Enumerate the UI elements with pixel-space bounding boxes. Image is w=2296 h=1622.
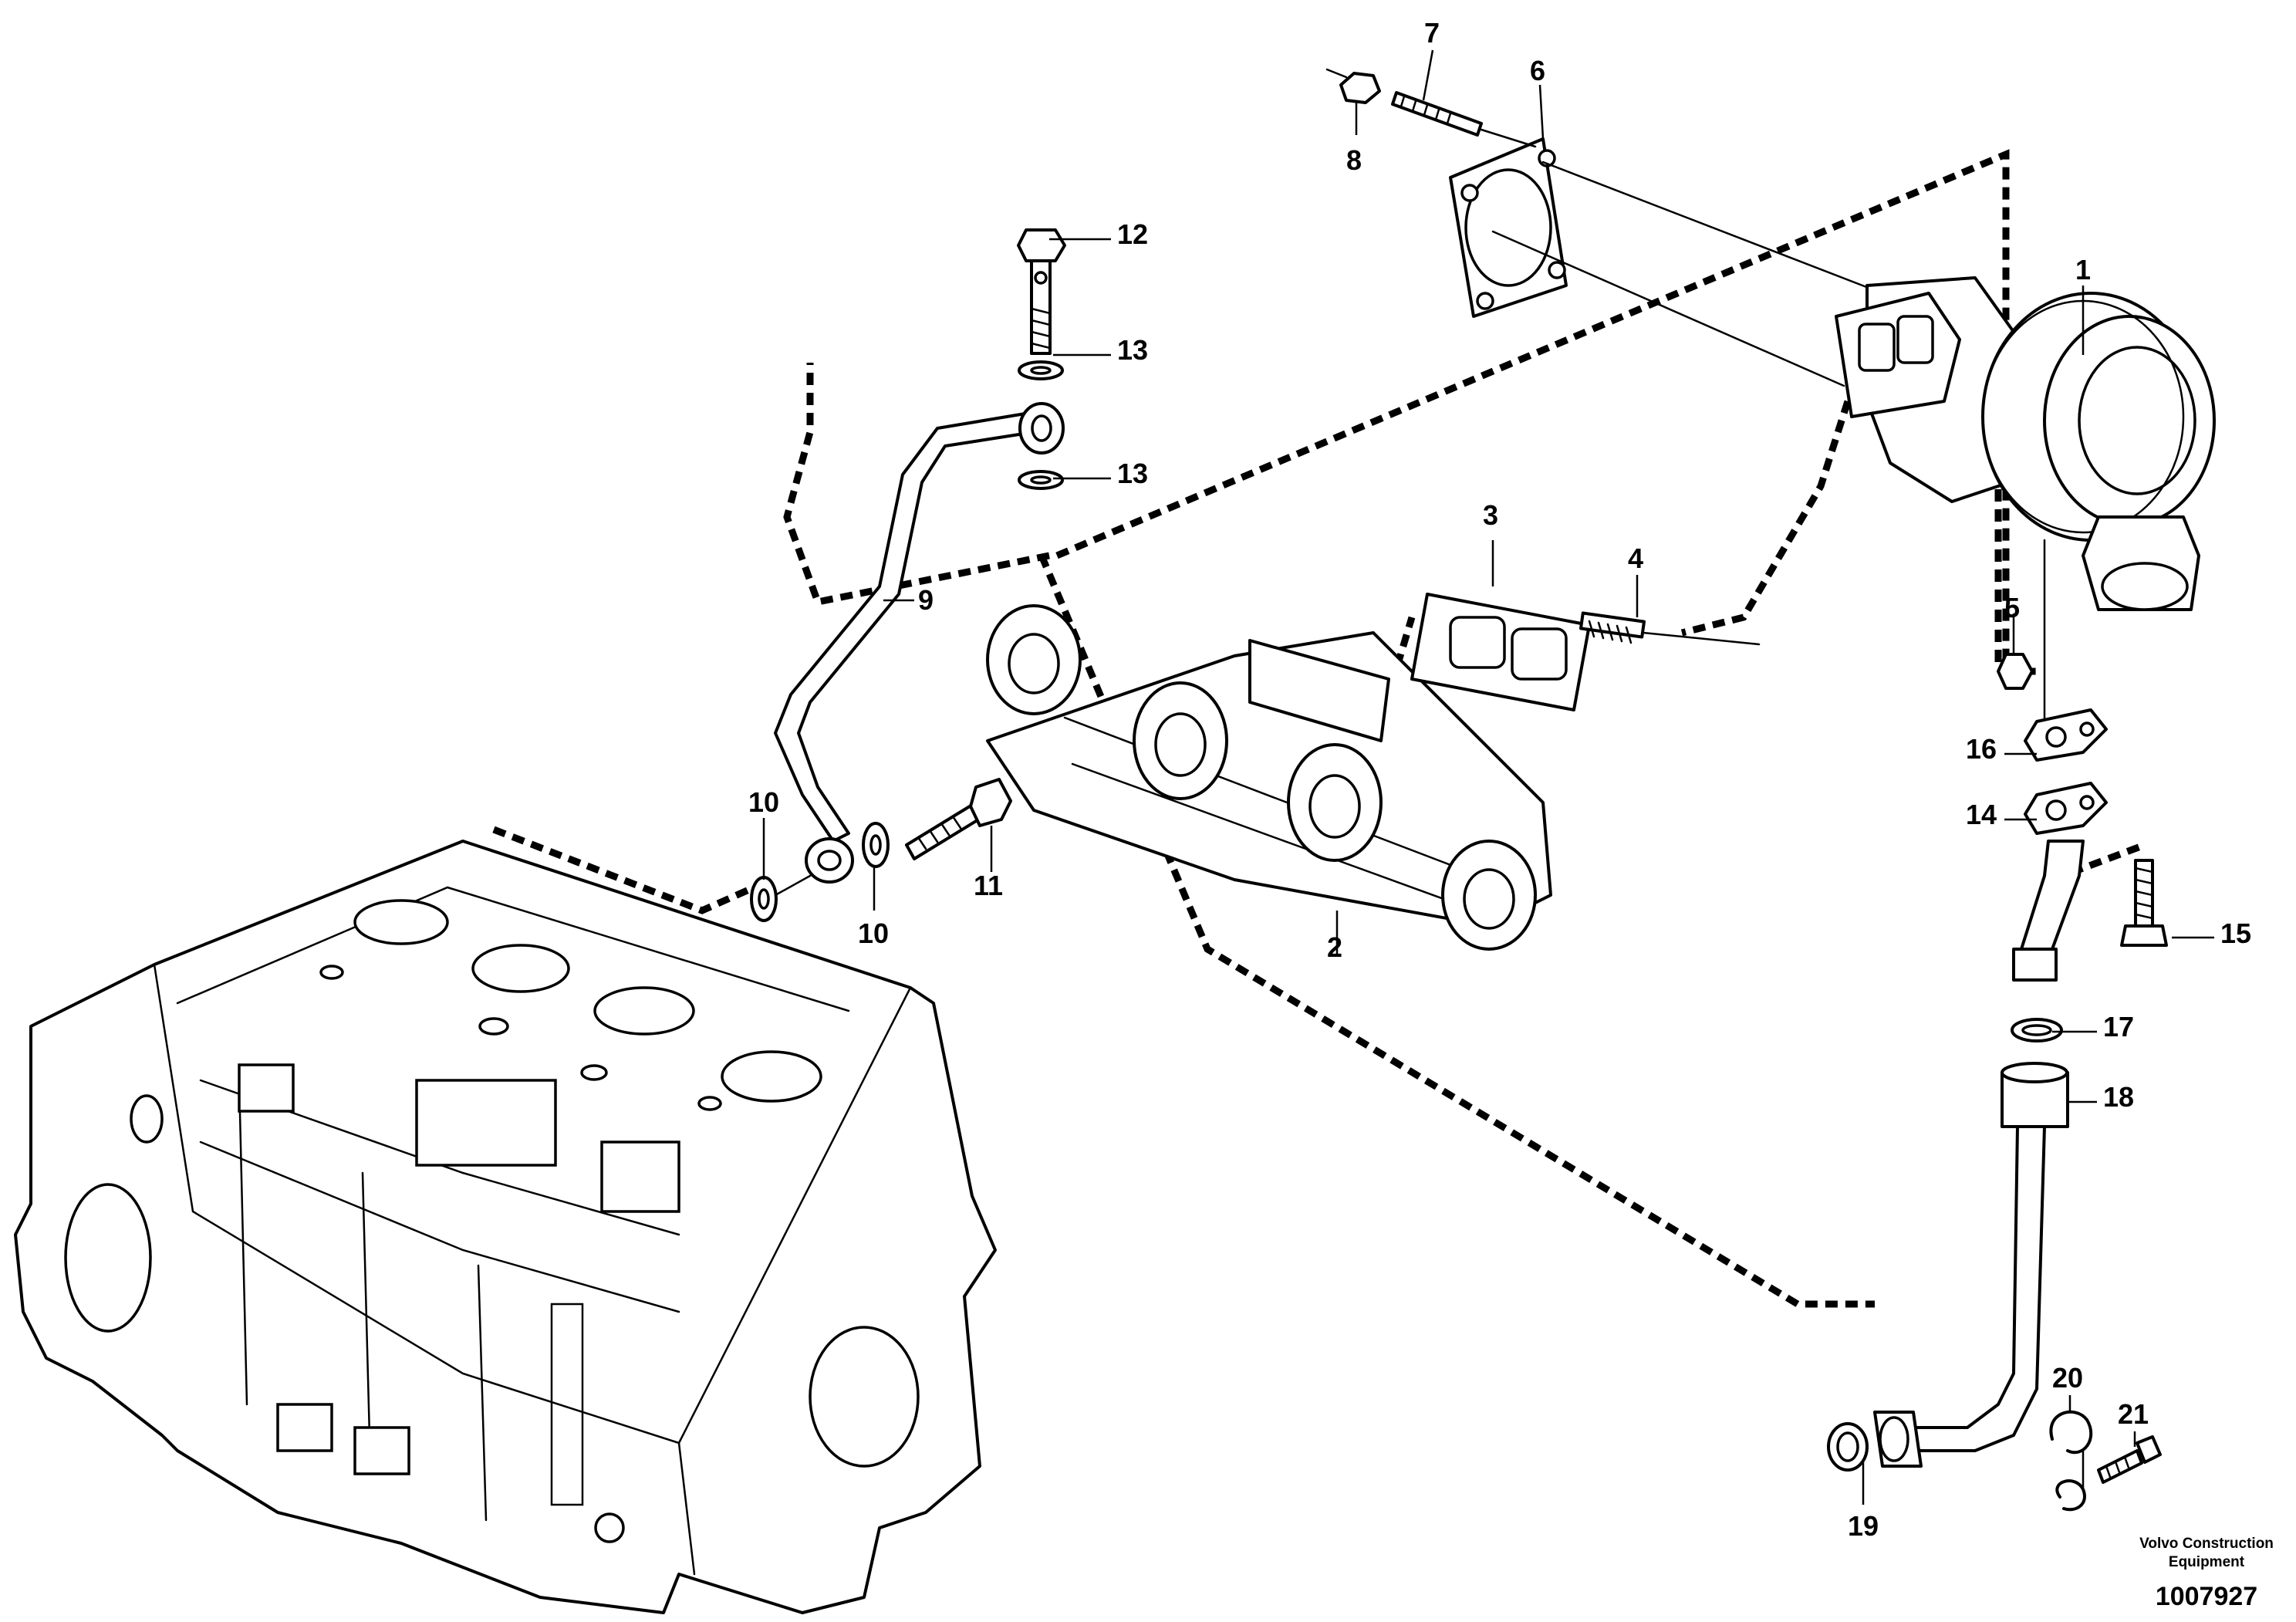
callout-14: 14 xyxy=(1966,799,1997,830)
callout-19: 19 xyxy=(1848,1510,1879,1542)
callout-2: 2 xyxy=(1327,931,1342,963)
turbo-nut xyxy=(1997,653,2034,690)
callout-6: 6 xyxy=(1530,55,1545,86)
seal-ring-19 xyxy=(1827,1422,1869,1472)
callout-1: 1 xyxy=(2075,254,2091,286)
outlet-nut xyxy=(1325,68,1381,104)
callout-labels: 1 2 3 4 5 6 7 8 9 10 10 11 12 13 13 14 1… xyxy=(748,17,2251,1542)
oil-feed-pipe xyxy=(774,402,1065,884)
sealing-washer-13-lower xyxy=(1018,470,1064,490)
callout-18: 18 xyxy=(2103,1081,2134,1113)
drain-pipe-lower xyxy=(1873,1125,2046,1468)
manifold-stud xyxy=(1578,611,1761,646)
callout-21: 21 xyxy=(2118,1398,2149,1430)
sealing-washer-10-left xyxy=(750,876,778,922)
pipe-clamp xyxy=(2049,1410,2093,1512)
callout-10b: 10 xyxy=(858,917,889,949)
manifold-gasket xyxy=(1410,593,1591,711)
callout-9: 9 xyxy=(918,584,934,616)
o-ring-17 xyxy=(2011,1018,2063,1042)
callout-7: 7 xyxy=(1424,17,1440,49)
callout-8: 8 xyxy=(1346,144,1362,176)
callout-3: 3 xyxy=(1483,499,1498,531)
callout-17: 17 xyxy=(2103,1011,2134,1042)
leader-lines xyxy=(762,49,2214,1505)
callout-4: 4 xyxy=(1628,542,1643,574)
clamp-screw xyxy=(2097,1435,2162,1484)
callout-15: 15 xyxy=(2220,917,2251,949)
callout-13a: 13 xyxy=(1117,334,1148,366)
callout-20: 20 xyxy=(2052,1362,2083,1394)
brand-line-1: Volvo Construction xyxy=(2139,1536,2274,1552)
turbocharger xyxy=(1835,276,2216,735)
outlet-stud xyxy=(1391,91,1537,148)
callout-10a: 10 xyxy=(748,786,779,818)
document-number: 1007927 xyxy=(2156,1582,2257,1611)
banjo-bolt-top xyxy=(1017,228,1066,355)
pipe-sleeve xyxy=(2001,1062,2069,1128)
callout-12: 12 xyxy=(1117,218,1148,250)
footer: Volvo Construction Equipment 1007927 xyxy=(2139,1536,2274,1611)
flange-screw xyxy=(2120,859,2168,947)
sealing-washer-13-upper xyxy=(1018,360,1064,380)
turbo-outlet-gasket xyxy=(1449,137,1884,387)
engine-block xyxy=(14,840,997,1614)
callout-11: 11 xyxy=(974,870,1003,901)
drain-pipe-upper xyxy=(2012,840,2085,982)
callout-16: 16 xyxy=(1966,733,1997,765)
banjo-bolt-bottom xyxy=(905,778,1012,860)
brand-line-2: Equipment xyxy=(2169,1554,2245,1570)
exhaust-manifold xyxy=(986,604,1552,951)
drain-flange-14 xyxy=(2024,782,2108,835)
callout-5: 5 xyxy=(2004,592,2020,623)
callout-13b: 13 xyxy=(1117,458,1148,489)
drain-flange-16 xyxy=(2024,708,2108,762)
sealing-washer-10-right xyxy=(862,822,890,868)
